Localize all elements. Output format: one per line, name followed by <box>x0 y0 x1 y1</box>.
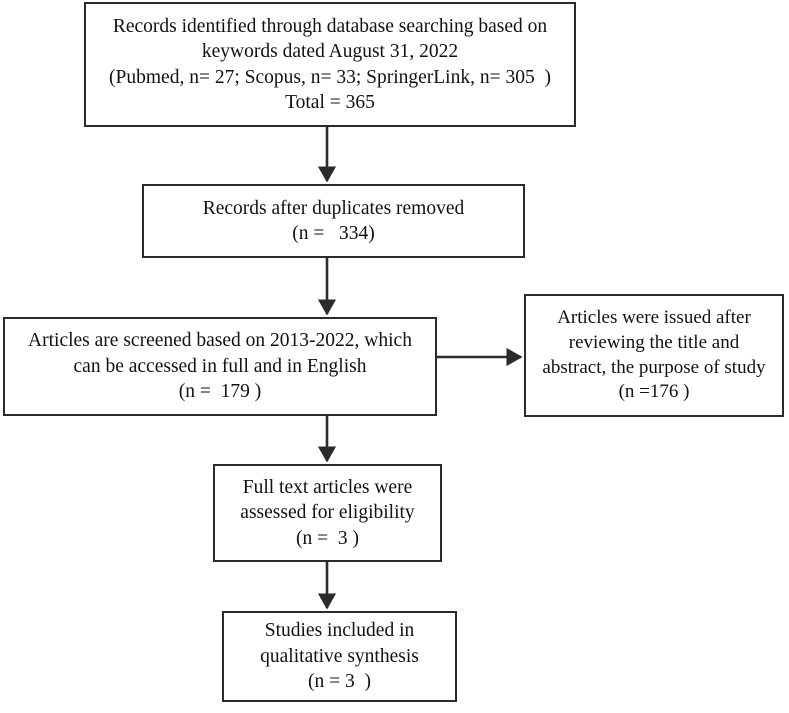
records-identified-line-3: (Pubmed, n= 27; Scopus, n= 33; SpringerL… <box>109 66 551 88</box>
excluded-line-2: reviewing the title and <box>568 331 740 353</box>
included-line-3: (n = 3 ) <box>308 671 371 693</box>
screened-line-3: (n = 179 ) <box>178 381 262 403</box>
records-identified-box: Records identified through database sear… <box>84 2 576 127</box>
screened-line-1: Articles are screened based on 2013-2022… <box>28 330 412 352</box>
screened-line-2: can be accessed in full and in English <box>73 355 367 377</box>
duplicates-line-1: Records after duplicates removed <box>202 197 465 219</box>
duplicates-line-2: (n = 334) <box>292 223 375 244</box>
included-line-1: Studies included in <box>264 620 415 642</box>
excluded-line-3: abstract, the purpose of study <box>542 356 766 378</box>
fulltext-line-1: Full text articles were <box>242 476 413 498</box>
fulltext-line-2: assessed for eligibility <box>240 502 415 524</box>
articles-screened-box: Articles are screened based on 2013-2022… <box>3 317 437 416</box>
excluded-line-4: (n =176 ) <box>618 381 690 403</box>
fulltext-line-3: (n = 3 ) <box>296 527 359 549</box>
records-identified-line-4: Total = 365 <box>285 91 375 113</box>
studies-included-box: Studies included in qualitative synthesi… <box>222 611 457 702</box>
records-after-duplicates-removed-box: Records after duplicates removed (n = 33… <box>142 184 525 258</box>
full-text-assessed-box: Full text articles were assessed for eli… <box>213 464 442 562</box>
records-identified-line-1: Records identified through database sear… <box>112 15 548 37</box>
excluded-line-1: Articles were issued after <box>557 307 751 329</box>
articles-excluded-box: Articles were issued after reviewing the… <box>524 294 784 417</box>
included-line-2: qualitative synthesis <box>260 645 419 667</box>
records-identified-line-2: keywords dated August 31, 2022 <box>201 41 459 63</box>
